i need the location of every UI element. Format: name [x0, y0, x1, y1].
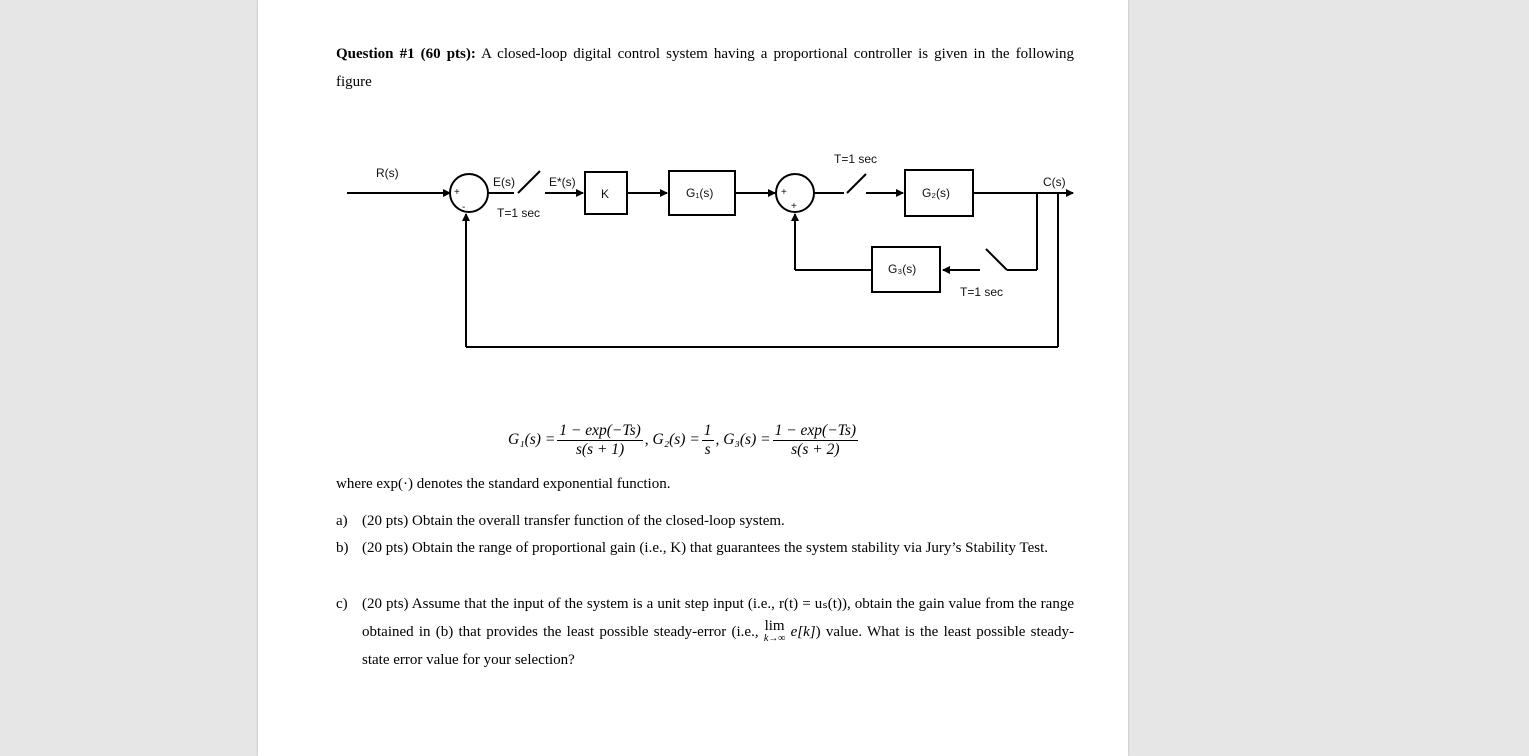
sampler-switch-3	[985, 248, 1008, 271]
g3-lhs: , G₃(s) =	[715, 431, 771, 448]
limit-argument: e[k]	[785, 624, 816, 640]
question-heading: Question #1 (60 pts):	[336, 46, 476, 62]
g3-denominator: s(s + 2)	[791, 440, 840, 458]
part-a-text: (20 pts) Obtain the overall transfer fun…	[362, 513, 785, 529]
g3-fraction: 1 − exp(−Ts) s(s + 2)	[772, 421, 859, 459]
sum2-plus-bottom-sign: +	[791, 201, 797, 212]
sampled-error-label: E*(s)	[549, 175, 576, 189]
part-b: b) (20 pts) Obtain the range of proporti…	[336, 534, 1074, 562]
part-c-text-2: ) value. What is the least possible stea…	[362, 624, 1075, 668]
sampler-switch-1	[517, 170, 541, 194]
error-label: E(s)	[493, 175, 515, 189]
g1-equation: G₁(s) = 1 − exp(−Ts) s(s + 1)	[508, 422, 645, 459]
g3-numerator: 1 − exp(−Ts)	[772, 421, 859, 441]
g2-equation: , G₂(s) = 1 s	[645, 422, 716, 459]
part-c: c) (20 pts) Assume that the input of the…	[336, 590, 1075, 674]
sampler-2-period: T=1 sec	[834, 152, 877, 166]
g2-denominator: s	[704, 440, 711, 458]
g1-fraction: 1 − exp(−Ts) s(s + 1)	[557, 421, 643, 459]
g1-lhs: G₁(s) =	[508, 431, 556, 448]
part-c-marker: c)	[336, 596, 348, 612]
question-intro: Question #1 (60 pts): A closed-loop digi…	[336, 40, 1074, 96]
g2-label: G₂(s)	[922, 186, 950, 200]
g2-lhs: , G₂(s) =	[644, 431, 700, 448]
part-c-text-1: (20 pts) Assume that the input of the sy…	[362, 596, 1074, 640]
g1-label: G₁(s)	[686, 186, 713, 200]
limit-subscript: k→∞	[763, 633, 786, 644]
limit-word: lim	[764, 618, 785, 634]
g3-equation: , G₃(s) = 1 − exp(−Ts) s(s + 2)	[716, 422, 861, 459]
block-diagram: R(s) E(s) E*(s) T=1 sec K G₁(s) T=1 sec …	[347, 152, 1074, 348]
g3-label: G₃(s)	[888, 262, 916, 276]
g1-denominator: s(s + 1)	[575, 440, 625, 458]
where-note: where exp(·) denotes the standard expone…	[336, 476, 671, 492]
output-label: C(s)	[1043, 175, 1066, 189]
part-b-marker: b)	[336, 540, 349, 556]
part-a-marker: a)	[336, 513, 348, 529]
sum1-minus-sign: -	[462, 202, 465, 213]
sum1-plus-sign: +	[454, 187, 460, 198]
sampler-switch-2	[846, 173, 867, 194]
document-page: Question #1 (60 pts): A closed-loop digi…	[258, 0, 1128, 756]
sampler-1-period: T=1 sec	[497, 206, 540, 220]
input-label: R(s)	[376, 166, 399, 180]
question-intro-text: A closed-loop digital control system hav…	[336, 46, 1074, 90]
part-b-text: (20 pts) Obtain the range of proportiona…	[362, 540, 1049, 556]
transfer-function-equations: G₁(s) = 1 − exp(−Ts) s(s + 1) , G₂(s) = …	[508, 410, 928, 470]
gain-label: K	[601, 187, 609, 201]
g1-numerator: 1 − exp(−Ts)	[557, 421, 643, 441]
sampler-3-period: T=1 sec	[960, 285, 1003, 299]
g2-numerator: 1	[701, 421, 714, 441]
sum2-plus-left-sign: +	[781, 187, 787, 198]
g2-fraction: 1 s	[701, 421, 714, 459]
part-a: a) (20 pts) Obtain the overall transfer …	[336, 507, 1074, 535]
